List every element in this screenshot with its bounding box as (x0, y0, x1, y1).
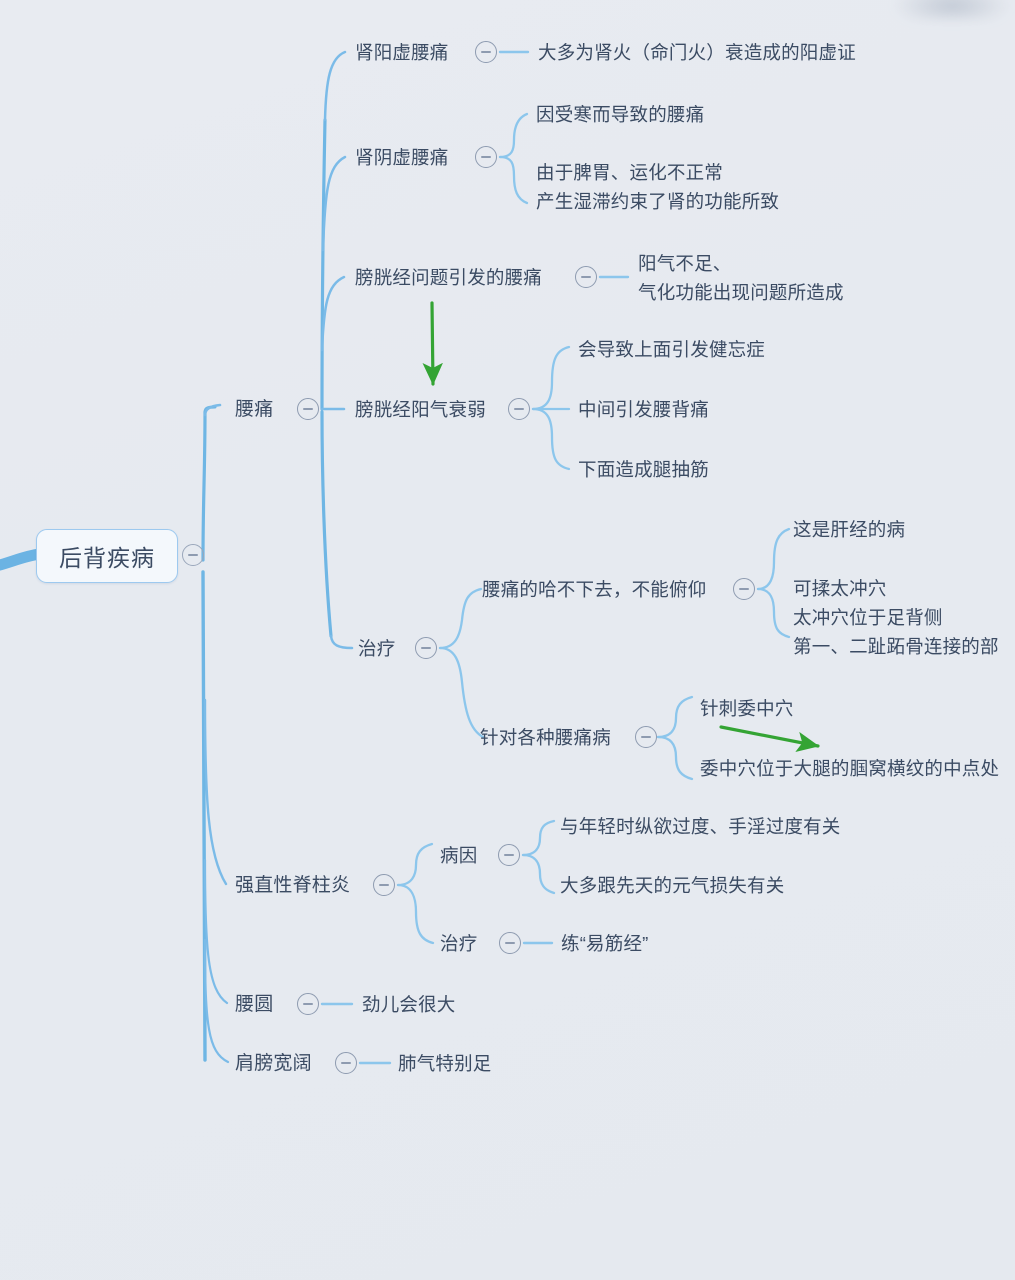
detail-shenyangxu: 大多为肾火（命门火）衰造成的阳虚证 (538, 42, 856, 63)
detail-bingyin-1: 与年轻时纵欲过度、手淫过度有关 (560, 816, 841, 837)
detail-shenyinxu-2-line1: 由于脾胃、运化不正常 (536, 162, 724, 183)
node-yaotong[interactable]: 腰痛 (235, 399, 274, 420)
root-node[interactable]: 后背疾病 (36, 529, 178, 583)
detail-shuairuo-3: 下面造成腿抽筋 (578, 459, 709, 480)
collapse-toggle-bingyin[interactable] (498, 844, 520, 866)
detail-shuairuo-1: 会导致上面引发健忘症 (578, 339, 766, 360)
green-down-arrow (422, 301, 443, 386)
collapse-toggle-qiangzhi[interactable] (373, 874, 395, 896)
collapse-toggle-qiangzhi-zhiliao[interactable] (499, 932, 521, 954)
detail-pangguangjing-wenti-line2: 气化功能出现问题所造成 (638, 282, 844, 303)
detail-yaotong-ha-1: 这是肝经的病 (793, 519, 906, 540)
detail-yaotong-ha-2-line2: 太冲穴位于足背侧 (793, 607, 943, 628)
collapse-toggle-jianbang[interactable] (335, 1052, 357, 1074)
node-qiangzhi[interactable]: 强直性脊柱炎 (235, 875, 351, 896)
detail-yaotong-ha-2-line3: 第一、二趾跖骨连接的部 (793, 636, 999, 657)
collapse-toggle-yaotong-zhiliao[interactable] (415, 637, 437, 659)
node-yaoyuan[interactable]: 腰圆 (235, 994, 274, 1015)
collapse-toggle-shenyangxu[interactable] (475, 41, 497, 63)
collapse-toggle-pangguangjing-shuairuo[interactable] (508, 398, 530, 420)
collapse-toggle-shenyinxu[interactable] (475, 146, 497, 168)
node-zhendui-yaotongbing[interactable]: 针对各种腰痛病 (480, 727, 611, 748)
node-shenyangxu-yaotong[interactable]: 肾阳虚腰痛 (355, 42, 449, 63)
green-right-arrow (719, 725, 820, 752)
node-yaotong-ha[interactable]: 腰痛的哈不下去，不能俯仰 (482, 579, 707, 600)
detail-shenyinxu-2-line2: 产生湿滞约束了肾的功能所致 (536, 191, 780, 212)
collapse-toggle-root[interactable] (182, 544, 204, 566)
detail-yaoyuan: 劲儿会很大 (362, 994, 456, 1015)
node-pangguangjing-wenti[interactable]: 膀胱经问题引发的腰痛 (355, 267, 543, 288)
detail-shenyinxu-1: 因受寒而导致的腰痛 (536, 104, 705, 125)
collapse-toggle-pangguangjing-wenti[interactable] (575, 266, 597, 288)
detail-shuairuo-2: 中间引发腰背痛 (578, 399, 709, 420)
node-yaotong-zhiliao[interactable]: 治疗 (358, 638, 396, 659)
root-tail (0, 548, 46, 571)
node-qiangzhi-bingyin[interactable]: 病因 (440, 845, 478, 866)
node-jianbang[interactable]: 肩膀宽阔 (235, 1053, 312, 1074)
collapse-toggle-yaoyuan[interactable] (297, 993, 319, 1015)
node-qiangzhi-zhiliao[interactable]: 治疗 (440, 933, 478, 954)
detail-bingyin-2: 大多跟先天的元气损失有关 (560, 875, 785, 896)
detail-jianbang: 肺气特别足 (398, 1053, 492, 1074)
detail-zhendui-2: 委中穴位于大腿的腘窝横纹的中点处 (700, 758, 1000, 779)
collapse-toggle-yaotong[interactable] (297, 398, 319, 420)
node-pangguangjing-shuairuo[interactable]: 膀胱经阳气衰弱 (355, 399, 486, 420)
detail-pangguangjing-wenti-line1: 阳气不足、 (638, 253, 732, 274)
detail-zhendui-1: 针刺委中穴 (700, 698, 794, 719)
collapse-toggle-yaotong-ha[interactable] (733, 578, 755, 600)
detail-yaotong-ha-2-line1: 可揉太冲穴 (793, 578, 887, 599)
node-shenyinxu-yaotong[interactable]: 肾阴虚腰痛 (355, 147, 449, 168)
detail-qiangzhi-zhiliao: 练“易筋经” (561, 933, 649, 954)
collapse-toggle-zhendui[interactable] (635, 726, 657, 748)
